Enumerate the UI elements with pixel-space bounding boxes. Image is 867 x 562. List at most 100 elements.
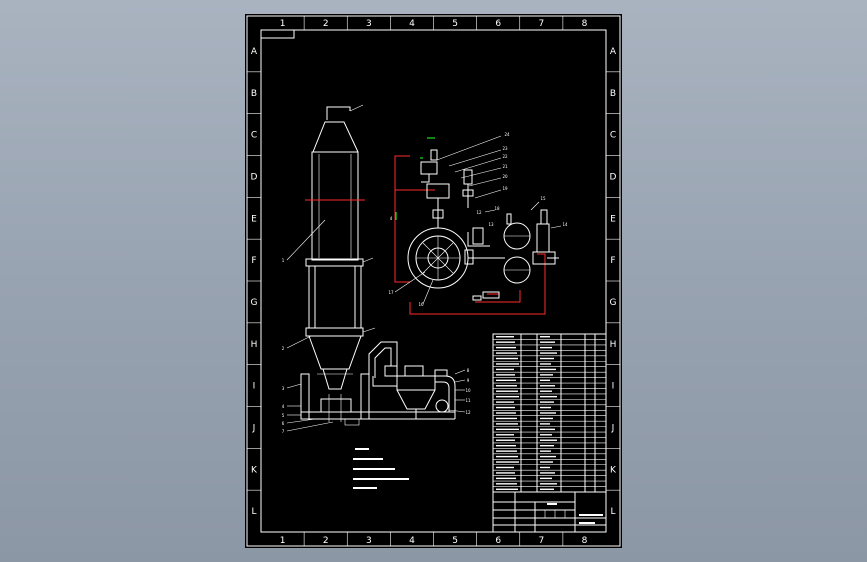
parts-row-text (540, 368, 556, 371)
parts-row-text (540, 444, 554, 447)
part-label: 5 (282, 413, 285, 418)
part-label: 3 (282, 386, 285, 391)
parts-row-text (540, 341, 555, 343)
parts-row-text (496, 466, 514, 469)
parts-list-table (492, 333, 607, 493)
parts-row-text (496, 368, 514, 371)
parts-row-text (540, 423, 550, 425)
column-label-bottom: 4 (409, 536, 415, 546)
parts-row-text (496, 472, 515, 474)
parts-row-text (540, 428, 555, 431)
duct-assembly (368, 341, 455, 420)
row-label-left: J (252, 423, 256, 433)
row-label-left: K (251, 465, 258, 475)
row-label-left: I (253, 382, 256, 392)
row-label-left: H (251, 340, 258, 350)
parts-row-text (540, 363, 551, 365)
parts-row-text (540, 488, 554, 490)
row-label-left: A (251, 47, 258, 57)
part-label: 10 (465, 388, 471, 393)
technical-notes (353, 448, 409, 489)
parts-row-text (540, 450, 551, 452)
parts-row-text (540, 406, 551, 409)
parts-row-text (540, 346, 552, 349)
parts-row-text (496, 488, 518, 490)
parts-row-text (496, 423, 518, 425)
column-label-top: 5 (452, 19, 458, 29)
parts-row-text (540, 390, 552, 392)
part-label: 1 (282, 258, 285, 263)
column-label-top: 7 (538, 19, 544, 29)
parts-row-text (540, 439, 557, 441)
dimension-label: 4 (390, 216, 393, 221)
parts-row-text (540, 336, 550, 338)
parts-row-text (540, 472, 555, 474)
column-label-bottom: 6 (495, 536, 501, 546)
part-label: 11 (465, 398, 471, 403)
row-label-right: L (610, 507, 615, 517)
parts-row-text (496, 374, 515, 376)
row-label-left: L (251, 507, 256, 517)
part-label: 6 (282, 421, 285, 426)
detail-label: 13 (488, 222, 494, 227)
parts-row-text (496, 357, 518, 360)
detail-label: 24 (504, 132, 510, 137)
parts-row-text (540, 385, 555, 387)
part-label: 12 (465, 410, 471, 415)
parts-row-text (496, 385, 517, 387)
row-label-left: G (251, 298, 258, 308)
tower-assembly (286, 104, 376, 432)
row-label-left: F (251, 256, 256, 266)
detail-label: 23 (502, 146, 508, 151)
detail-label: 18 (494, 206, 500, 211)
parts-row-text (540, 477, 552, 480)
column-label-bottom: 8 (582, 536, 588, 546)
row-label-left: D (251, 172, 258, 182)
parts-row-text (496, 352, 517, 354)
parts-row-text (496, 379, 516, 382)
parts-row-text (540, 412, 556, 414)
row-label-right: G (610, 298, 617, 308)
row-label-right: F (610, 256, 615, 266)
outer-border (246, 15, 621, 547)
part-labels: 1234567891011122423222120191817161514131… (282, 132, 568, 434)
parts-row-text (496, 395, 519, 398)
parts-row-text (496, 450, 517, 452)
part-label: 8 (467, 368, 470, 373)
row-label-right: E (610, 214, 616, 224)
parts-row-text (496, 401, 514, 403)
column-label-top: 2 (323, 19, 329, 29)
column-label-top: 1 (280, 19, 286, 29)
column-label-bottom: 5 (452, 536, 458, 546)
detail-label: 19 (502, 186, 508, 191)
parts-row-text (540, 466, 550, 469)
row-label-left: B (251, 89, 257, 99)
part-label: 7 (282, 429, 285, 434)
column-label-top: 8 (582, 19, 588, 29)
parts-row-text (496, 412, 516, 414)
parts-row-text (540, 455, 556, 458)
column-label-bottom: 7 (538, 536, 544, 546)
column-label-top: 4 (409, 19, 415, 29)
detail-label: 20 (502, 174, 508, 179)
parts-row-text (496, 336, 514, 338)
parts-row-text (496, 439, 515, 441)
detail-label: 21 (502, 164, 508, 169)
row-label-right: J (611, 423, 615, 433)
parts-row-text (496, 363, 519, 365)
column-label-top: 3 (366, 19, 372, 29)
parts-row-text (540, 483, 557, 485)
part-label: 9 (467, 378, 470, 383)
title-block (492, 491, 607, 533)
parts-row-text (540, 401, 554, 403)
detail-label: 15 (540, 196, 546, 201)
row-label-left: C (251, 131, 257, 141)
column-label-top: 6 (495, 19, 501, 29)
parts-row-text (496, 417, 517, 420)
column-label-bottom: 1 (280, 536, 286, 546)
parts-row-text (496, 406, 515, 409)
